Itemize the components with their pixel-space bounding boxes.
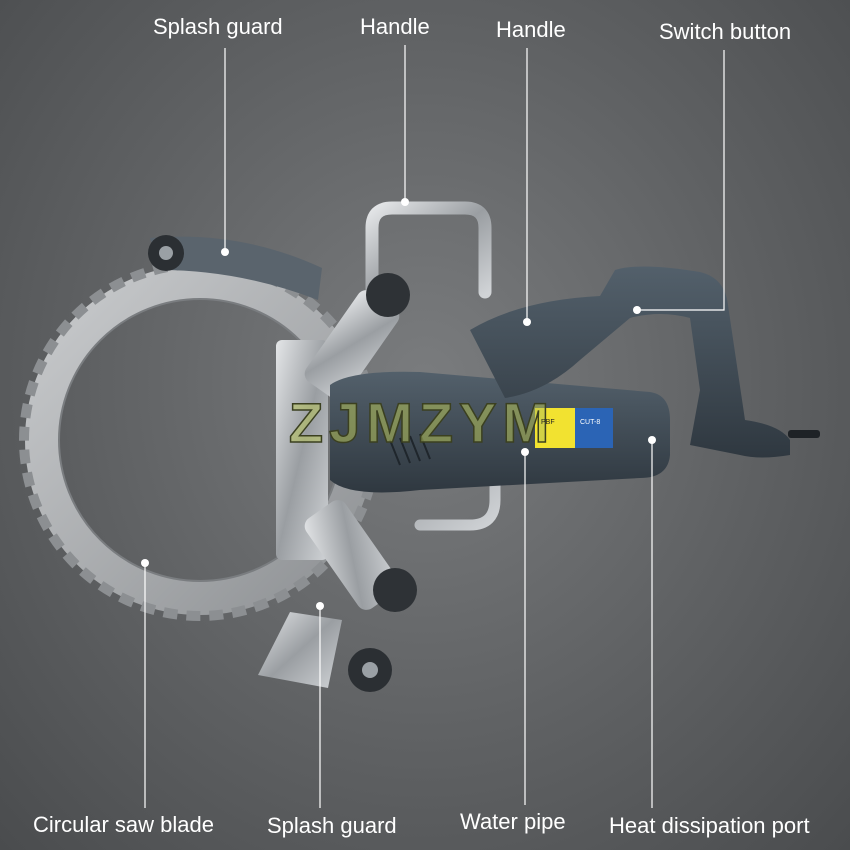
dot-top-1 [221, 248, 229, 256]
dot-bottom-2 [316, 602, 324, 610]
label-handle-rear: Handle [496, 17, 566, 42]
bottom-splash-guard-shape [258, 612, 392, 692]
label-switch-button: Switch button [659, 19, 792, 44]
leader-top-4 [637, 50, 725, 311]
leader-lines [141, 45, 725, 808]
watermark-text: ZJMZYM [289, 392, 555, 452]
watermark-logo: ZJMZYM [288, 392, 555, 452]
dot-bottom-3 [521, 448, 529, 456]
dot-top-4 [633, 306, 641, 314]
sticker-text-right: CUT-8 [580, 419, 600, 426]
rotary-cutter-machine-icon [330, 266, 820, 493]
top-splash-guard-shape [148, 235, 322, 300]
label-water-pipe: Water pipe [460, 809, 566, 834]
dot-top-3 [523, 318, 531, 326]
blade-mount-shape [276, 273, 417, 612]
dot-top-2 [401, 198, 409, 206]
sticker-text-left: PBF [541, 419, 555, 426]
label-splash-guard-top: Splash guard [153, 14, 283, 39]
top-handle-shape [365, 201, 492, 302]
label-splash-guard-bottom: Splash guard [267, 813, 397, 838]
dot-bottom-4 [648, 436, 656, 444]
label-heat-dissipation-port: Heat dissipation port [609, 813, 810, 838]
label-handle-top: Handle [360, 14, 430, 39]
dot-bottom-1 [141, 559, 149, 567]
label-circular-saw-blade: Circular saw blade [33, 812, 214, 837]
